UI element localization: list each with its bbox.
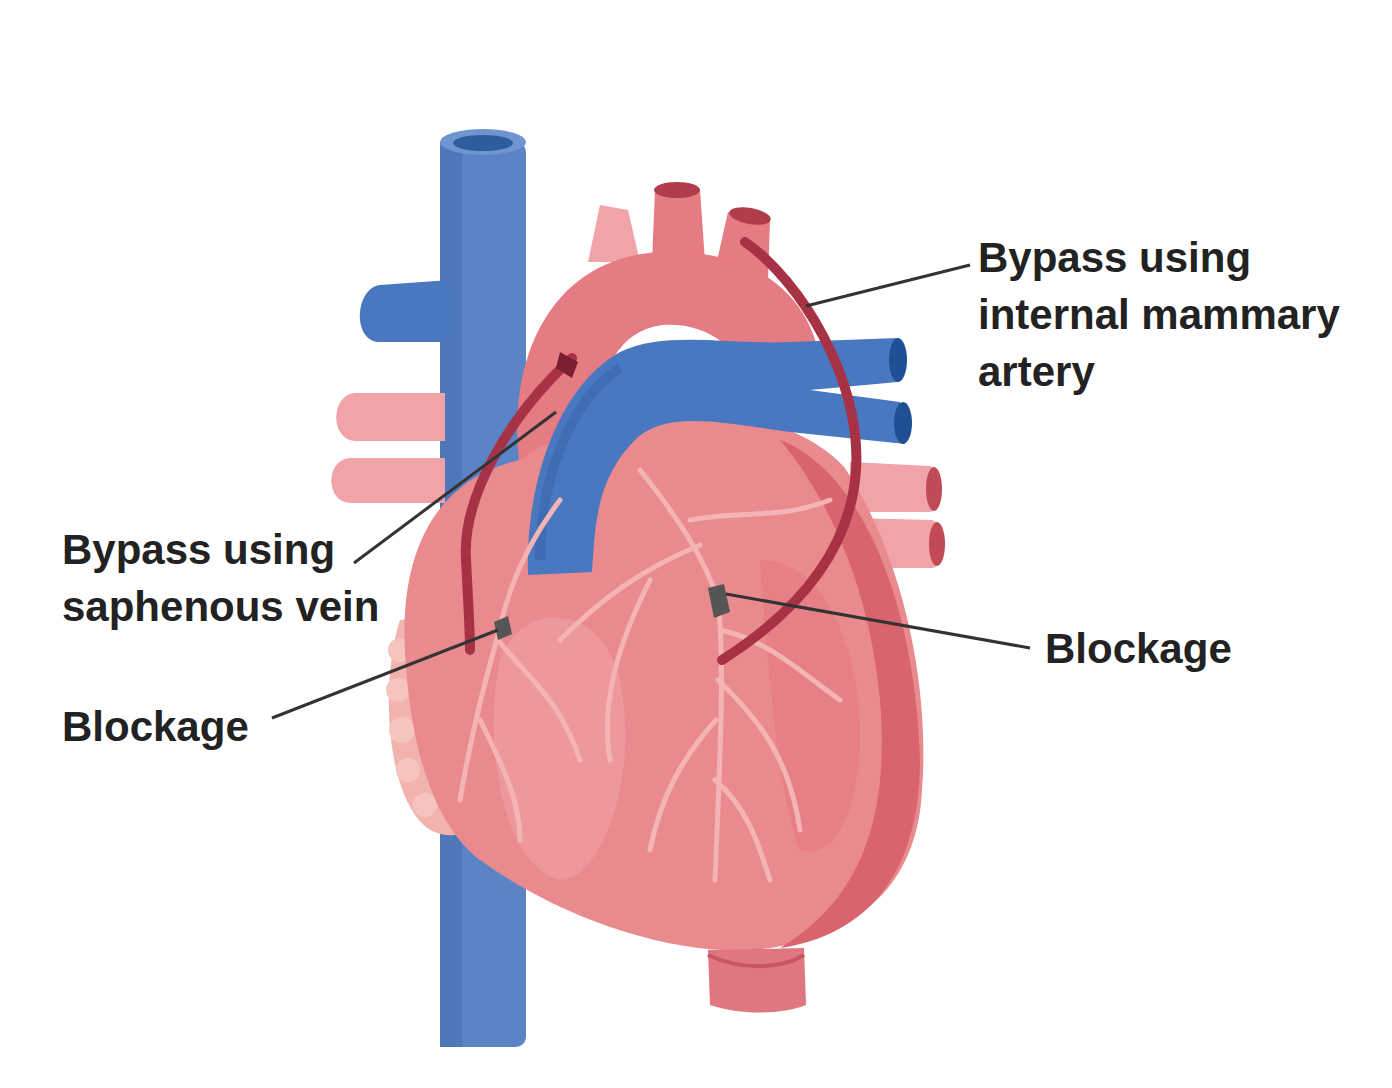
heart-body [386, 412, 923, 950]
leader-lines [354, 412, 556, 563]
callout-label: Blockage [62, 698, 282, 755]
leader-lines [726, 594, 1030, 648]
heart-body [494, 617, 626, 880]
leader-lines [806, 265, 970, 306]
coronary-arteries [720, 630, 840, 700]
leader-lines [272, 265, 1030, 718]
aorta [588, 205, 640, 262]
pulmonary-vessels-right [929, 522, 945, 566]
callout-label: Blockage [1045, 620, 1265, 677]
pulmonary-artery [889, 338, 907, 382]
bypass-grafts [466, 242, 857, 660]
descending-aorta [708, 948, 806, 1013]
coronary-arteries [690, 500, 830, 520]
coronary-arteries [460, 470, 840, 880]
coronary-arteries [715, 780, 770, 880]
pulmonary-vessels-left [331, 393, 445, 503]
aorta [652, 190, 705, 262]
aorta [654, 182, 700, 198]
pulmonary-vein-left [360, 280, 450, 342]
heart-body [413, 793, 437, 817]
aorta [728, 204, 772, 227]
heart-body [386, 678, 410, 702]
descending-aorta [708, 948, 806, 1013]
blockage-marks [494, 584, 730, 640]
pulmonary-artery [528, 338, 905, 575]
vena-cava [453, 135, 513, 151]
heart-body [389, 717, 415, 743]
vena-cava [440, 129, 526, 155]
coronary-arteries [718, 680, 800, 830]
leader-lines [272, 630, 498, 718]
descending-aorta [708, 955, 804, 966]
coronary-arteries [480, 720, 520, 840]
heart-body [396, 758, 420, 782]
coronary-arteries [607, 580, 650, 760]
pulmonary-artery [540, 368, 620, 560]
bypass-grafts [556, 352, 578, 378]
blockage-marks [708, 584, 730, 618]
pulmonary-artery [894, 402, 912, 444]
coronary-arteries [498, 640, 580, 760]
coronary-arteries [650, 720, 716, 850]
pulmonary-vessels-right [926, 467, 942, 511]
pulmonary-vein-left [360, 280, 450, 342]
pulmonary-vessels-left [331, 458, 445, 503]
coronary-arteries [640, 470, 721, 880]
saphenous-graft [466, 358, 572, 650]
pulmonary-vessels-left [336, 393, 445, 441]
callout-label: Bypass using saphenous vein [62, 521, 392, 635]
blockage-marks [494, 616, 512, 640]
callout-label: Bypass using internal mammary artery [978, 229, 1358, 400]
